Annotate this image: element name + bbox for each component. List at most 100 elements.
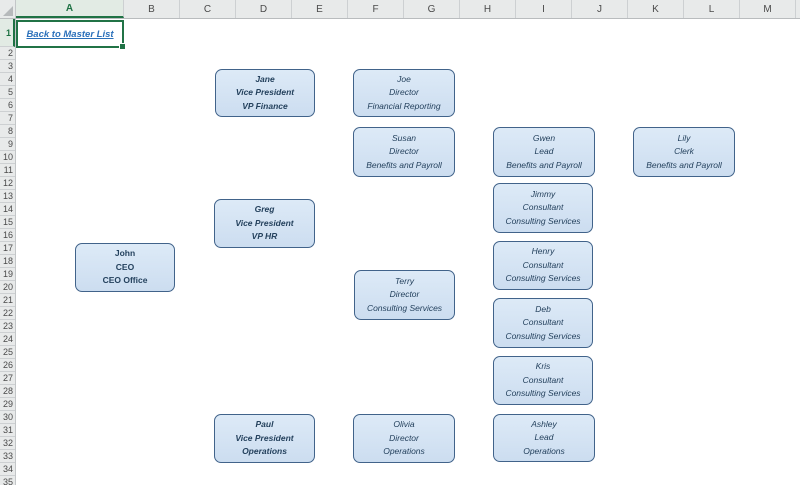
org-node-name: Lily: [677, 132, 691, 143]
org-node-title: Consultant: [522, 317, 564, 328]
select-all-corner[interactable]: [0, 0, 16, 19]
column-header-f[interactable]: F: [348, 0, 404, 18]
org-node-dept: Benefits and Payroll: [366, 159, 442, 170]
row-header-31[interactable]: 31: [0, 424, 15, 437]
back-to-master-list-link[interactable]: Back to Master List: [26, 28, 114, 40]
column-header-m[interactable]: M: [740, 0, 796, 18]
org-node-name: John: [114, 248, 136, 259]
column-header-g[interactable]: G: [404, 0, 460, 18]
row-header-25[interactable]: 25: [0, 346, 15, 359]
org-node-dept: Operations: [242, 446, 287, 457]
row-header-13[interactable]: 13: [0, 190, 15, 203]
row-header-10[interactable]: 10: [0, 151, 15, 164]
column-header-e[interactable]: E: [292, 0, 348, 18]
org-node-dept: Consulting Services: [505, 330, 581, 341]
row-header-35[interactable]: 35: [0, 476, 15, 485]
row-header-26[interactable]: 26: [0, 359, 15, 372]
org-node-title: Lead: [534, 146, 554, 157]
org-node-name: Olivia: [393, 419, 415, 430]
org-node-dept: Operations: [383, 446, 425, 457]
org-node-title: Lead: [534, 432, 554, 443]
org-node-name: Greg: [254, 204, 275, 215]
row-header-29[interactable]: 29: [0, 398, 15, 411]
select-all-triangle-icon: [3, 6, 13, 16]
org-node-name: Jimmy: [530, 188, 556, 199]
column-header-c[interactable]: C: [180, 0, 236, 18]
org-node-dept: VP HR: [251, 231, 278, 242]
org-node-dept: Consulting Services: [505, 273, 581, 284]
org-node-name: Susan: [391, 132, 417, 143]
org-node-dept: CEO Office: [102, 275, 148, 286]
row-header-7[interactable]: 7: [0, 112, 15, 125]
row-header-33[interactable]: 33: [0, 450, 15, 463]
column-header-b[interactable]: B: [124, 0, 180, 18]
row-header-3[interactable]: 3: [0, 60, 15, 73]
row-header-30[interactable]: 30: [0, 411, 15, 424]
column-header-j[interactable]: J: [572, 0, 628, 18]
org-node-title: Director: [389, 432, 419, 443]
row-header-8[interactable]: 8: [0, 125, 15, 138]
row-header-18[interactable]: 18: [0, 255, 15, 268]
row-header-6[interactable]: 6: [0, 99, 15, 112]
row-header-11[interactable]: 11: [0, 164, 15, 177]
org-node-name: Gwen: [532, 132, 556, 143]
row-header-15[interactable]: 15: [0, 216, 15, 229]
row-header-27[interactable]: 27: [0, 372, 15, 385]
row-header-2[interactable]: 2: [0, 47, 15, 60]
column-header-k[interactable]: K: [628, 0, 684, 18]
selected-cell-a1[interactable]: Back to Master List: [16, 20, 126, 50]
org-node-dept: VP Finance: [242, 100, 288, 111]
row-header-14[interactable]: 14: [0, 203, 15, 216]
column-header-i[interactable]: I: [516, 0, 572, 18]
org-node-title: Consultant: [522, 259, 564, 270]
org-node-title: Consultant: [522, 202, 564, 213]
fill-handle[interactable]: [119, 43, 126, 50]
row-header-28[interactable]: 28: [0, 385, 15, 398]
row-header-4[interactable]: 4: [0, 73, 15, 86]
row-header-34[interactable]: 34: [0, 463, 15, 476]
row-header-19[interactable]: 19: [0, 268, 15, 281]
row-header-21[interactable]: 21: [0, 294, 15, 307]
row-header-23[interactable]: 23: [0, 320, 15, 333]
row-header-22[interactable]: 22: [0, 307, 15, 320]
column-header-h[interactable]: H: [460, 0, 516, 18]
column-header-l[interactable]: L: [684, 0, 740, 18]
org-node-dept: Consulting Services: [366, 302, 443, 313]
org-node-title: Vice President: [235, 432, 294, 443]
row-header-24[interactable]: 24: [0, 333, 15, 346]
row-header-20[interactable]: 20: [0, 281, 15, 294]
org-node-name: Terry: [394, 275, 415, 286]
org-node-dept: Operations: [523, 445, 565, 456]
row-header-32[interactable]: 32: [0, 437, 15, 450]
org-node-name: Deb: [535, 303, 551, 314]
row-header-17[interactable]: 17: [0, 242, 15, 255]
row-header-1[interactable]: 1: [0, 19, 15, 47]
org-node-title: Director: [389, 289, 420, 300]
row-header-12[interactable]: 12: [0, 177, 15, 190]
column-header-a[interactable]: A: [16, 0, 124, 18]
org-node-title: Vice President: [235, 217, 294, 228]
row-header-5[interactable]: 5: [0, 86, 15, 99]
org-node-title: Director: [389, 87, 419, 98]
row-header-9[interactable]: 9: [0, 138, 15, 151]
column-header-d[interactable]: D: [236, 0, 292, 18]
row-header-16[interactable]: 16: [0, 229, 15, 242]
org-node-title: CEO: [115, 261, 135, 272]
